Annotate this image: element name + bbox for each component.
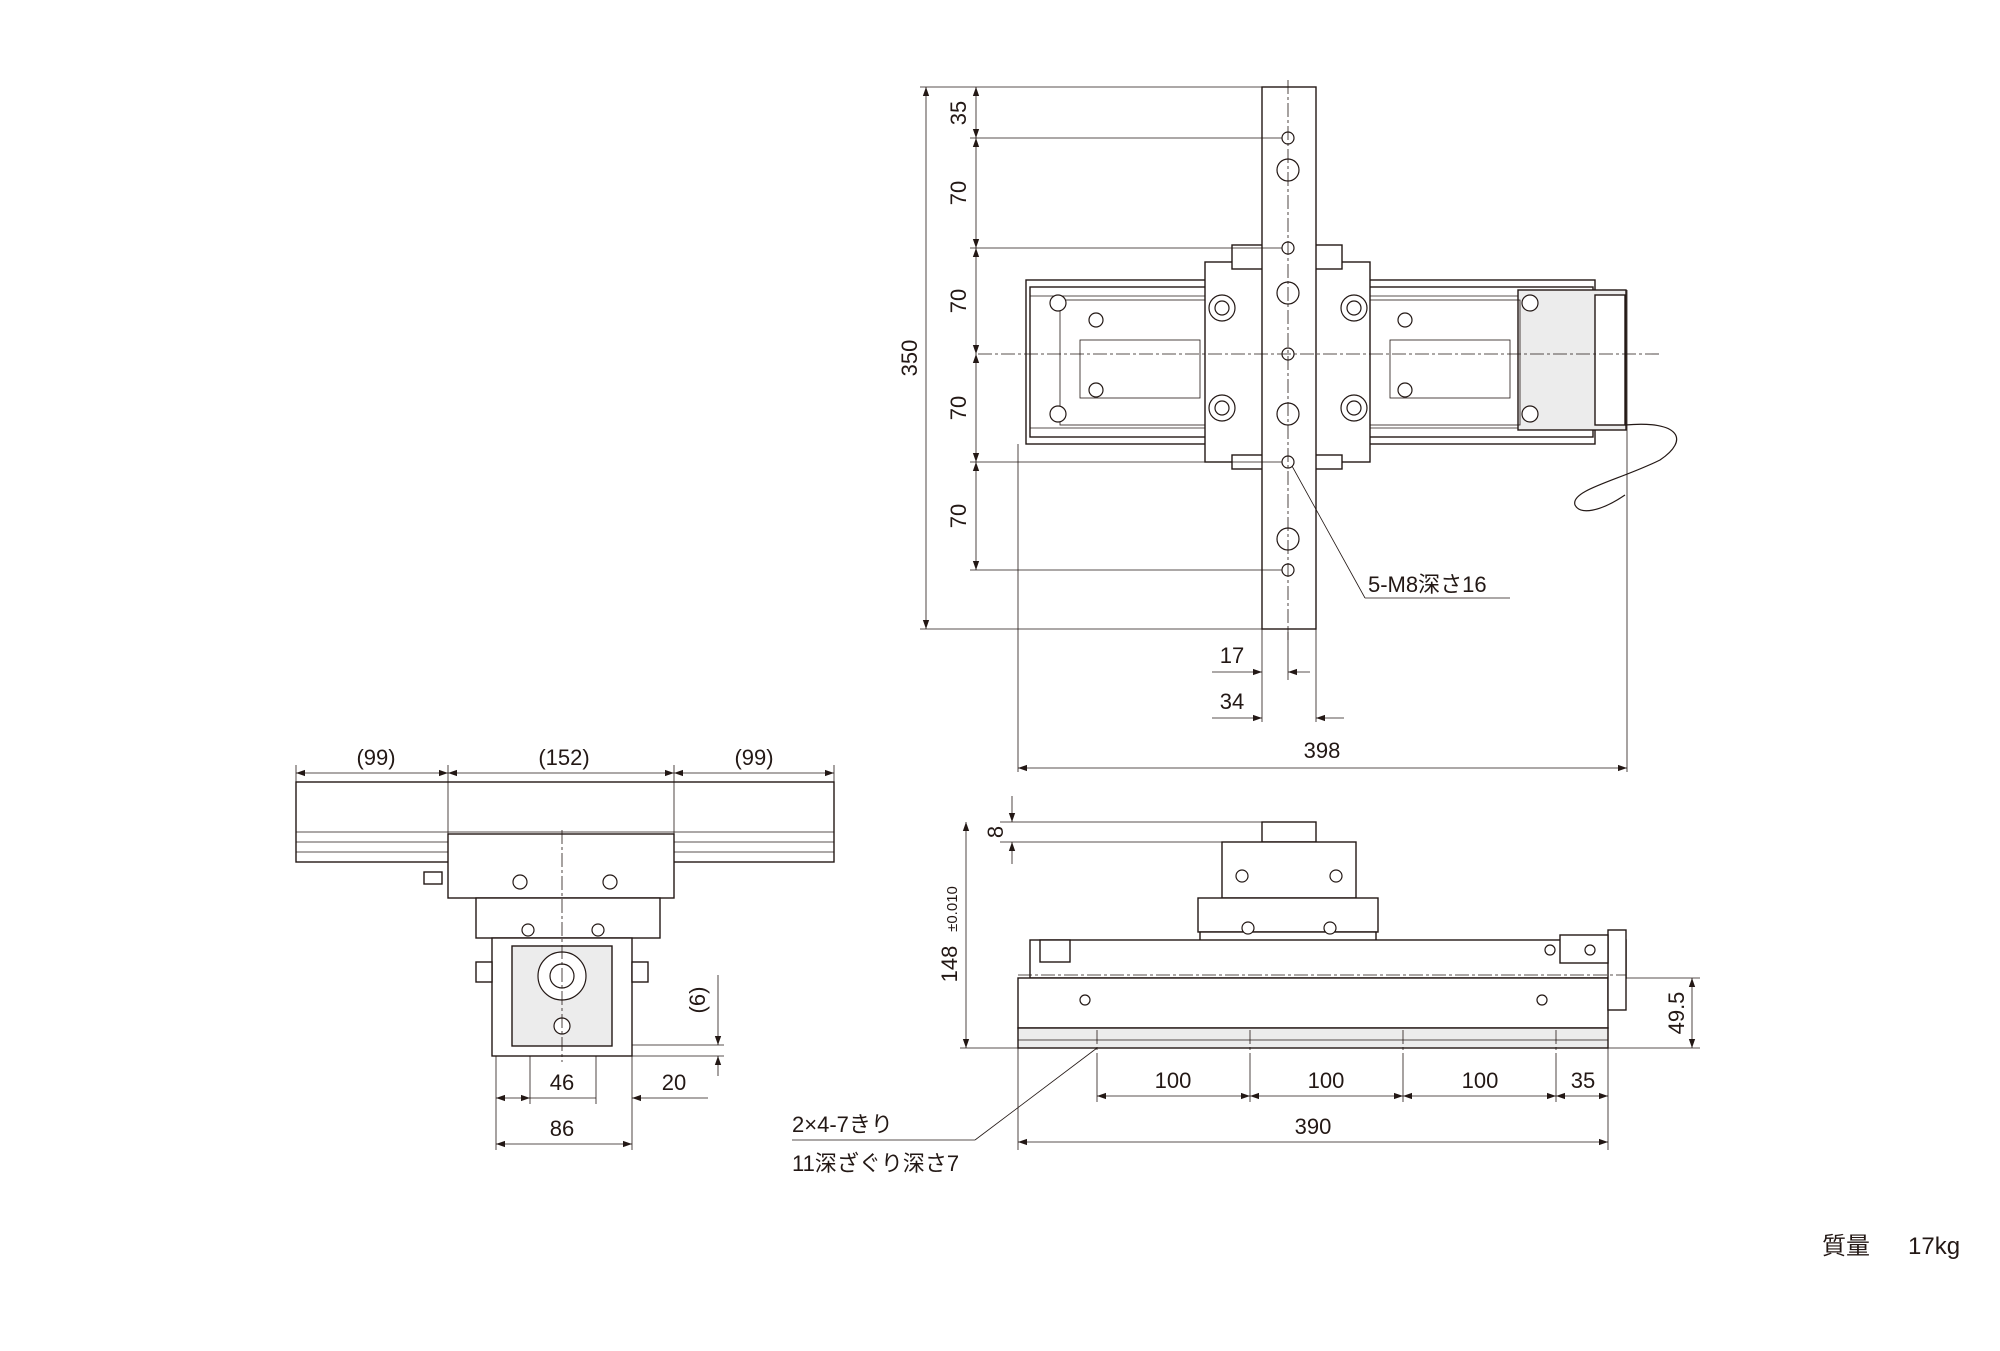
front-screw bbox=[1235, 869, 1249, 883]
side-knob bbox=[631, 961, 649, 983]
top-screw bbox=[1049, 294, 1067, 312]
callout-m8: 5-M8深さ16 bbox=[1368, 572, 1487, 597]
side-screw bbox=[602, 874, 618, 890]
dim-100: 100 bbox=[1308, 1068, 1345, 1093]
top-bolt-inner bbox=[1214, 400, 1230, 416]
front-screw bbox=[1329, 869, 1343, 883]
dim-34: 34 bbox=[1220, 689, 1244, 714]
callout-drill-line1: 2×4-7きり bbox=[792, 1112, 893, 1137]
dim-70: 70 bbox=[946, 181, 971, 205]
dim-49-5: 49.5 bbox=[1664, 992, 1689, 1035]
dim-8: 8 bbox=[983, 826, 1008, 838]
dim-17: 17 bbox=[1220, 643, 1244, 668]
front-end-block bbox=[1559, 934, 1609, 964]
dim-99-right: (99) bbox=[734, 745, 773, 770]
dim-46: 46 bbox=[550, 1070, 574, 1095]
dim-148-tolerance: ±0.010 bbox=[944, 886, 961, 932]
front-screw bbox=[1323, 921, 1337, 935]
dim-35: 35 bbox=[1571, 1068, 1595, 1093]
top-screw bbox=[1088, 312, 1104, 328]
top-screw bbox=[1521, 405, 1539, 423]
side-screw bbox=[521, 923, 535, 937]
dim-148: 148 bbox=[937, 946, 962, 983]
top-bolt-inner bbox=[1346, 400, 1362, 416]
dim-390: 390 bbox=[1295, 1114, 1332, 1139]
callout-leader bbox=[1291, 465, 1366, 599]
side-screw bbox=[591, 923, 605, 937]
front-screw bbox=[1584, 944, 1596, 956]
front-screw bbox=[1544, 944, 1556, 956]
front-view: 8 148 ±0.010 49.5 100 100 100 35 390 2×4… bbox=[792, 796, 1700, 1176]
top-screw bbox=[1521, 294, 1539, 312]
dim-35: 35 bbox=[946, 101, 971, 125]
mass-value: 17kg bbox=[1908, 1233, 1960, 1260]
dim-70: 70 bbox=[946, 396, 971, 420]
top-frame-right bbox=[1369, 299, 1521, 426]
front-screw bbox=[1536, 994, 1548, 1006]
front-end-block bbox=[1039, 939, 1071, 963]
top-screw bbox=[1397, 382, 1413, 398]
top-screw bbox=[1088, 382, 1104, 398]
top-frame-left bbox=[1059, 299, 1206, 426]
front-screw bbox=[1241, 921, 1255, 935]
dim-20: 20 bbox=[662, 1070, 686, 1095]
side-upper-block bbox=[447, 833, 675, 899]
front-body bbox=[1017, 977, 1609, 1029]
front-end-cap bbox=[1607, 929, 1627, 1011]
top-bolt-inner bbox=[1346, 300, 1362, 316]
front-body-upper bbox=[1029, 939, 1627, 979]
callout-leader bbox=[974, 1047, 1098, 1141]
top-view: 350 35 70 70 70 70 17 34 398 5-M8深さ16 bbox=[897, 80, 1678, 772]
side-knob bbox=[475, 961, 493, 983]
front-screw bbox=[1079, 994, 1091, 1006]
dim-152: (152) bbox=[538, 745, 589, 770]
callout-drill-line2: 11深ざぐり深さ7 bbox=[792, 1151, 959, 1176]
dim-70: 70 bbox=[946, 289, 971, 313]
top-guide-left bbox=[1079, 339, 1201, 399]
top-screw bbox=[1049, 405, 1067, 423]
mass-label: 質量 bbox=[1822, 1233, 1870, 1260]
side-mid-block bbox=[475, 897, 661, 939]
top-screw bbox=[1397, 312, 1413, 328]
side-knob bbox=[423, 871, 443, 885]
dim-398: 398 bbox=[1304, 738, 1341, 763]
dim-86: 86 bbox=[550, 1116, 574, 1141]
top-bolt-inner bbox=[1214, 300, 1230, 316]
top-guide-right bbox=[1389, 339, 1511, 399]
front-base-plate bbox=[1017, 1027, 1609, 1049]
dim-100: 100 bbox=[1462, 1068, 1499, 1093]
dim-99-left: (99) bbox=[356, 745, 395, 770]
dim-350: 350 bbox=[897, 340, 922, 377]
dim-70: 70 bbox=[946, 504, 971, 528]
front-carriage-mid bbox=[1197, 897, 1379, 933]
dim-6: (6) bbox=[685, 987, 710, 1014]
side-view: (99) (152) (99) (6) 46 20 86 bbox=[295, 745, 835, 1150]
top-end-cap bbox=[1594, 294, 1626, 426]
front-top-plate bbox=[1261, 821, 1317, 843]
side-screw bbox=[512, 874, 528, 890]
dim-100: 100 bbox=[1155, 1068, 1192, 1093]
cable bbox=[1574, 423, 1678, 512]
